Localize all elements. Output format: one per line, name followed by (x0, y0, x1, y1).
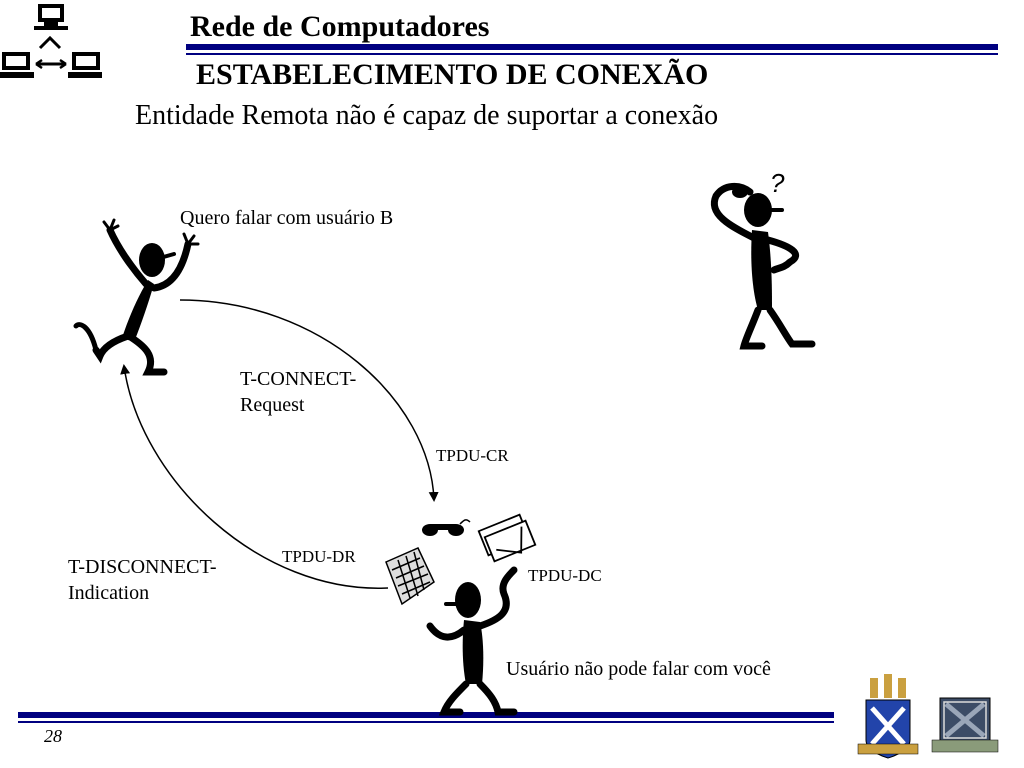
university-logo-2-icon (931, 697, 999, 753)
page-number: 28 (44, 726, 62, 746)
university-logo-1-icon (857, 674, 919, 759)
connect-request-arrow (179, 299, 439, 502)
disconnect-indication-arrow (120, 364, 389, 589)
speech-user-b: Usuário não pode falar com você (506, 658, 771, 680)
tpdu-dc-label: TPDU-DC (528, 566, 602, 585)
t-connect-request-label: T-CONNECT- Request (240, 366, 356, 418)
t-disconnect-indication-line2: Indication (68, 582, 150, 604)
t-disconnect-indication-label: T-DISCONNECT- Indication (68, 554, 217, 606)
slide-title: ESTABELECIMENTO DE CONEXÃO (196, 58, 709, 91)
speech-user-a: Quero falar com usuário B (180, 207, 394, 229)
question-mark-icon: ? (770, 168, 785, 198)
t-connect-request-line1: T-CONNECT- (240, 368, 357, 390)
t-connect-request-line2: Request (240, 394, 305, 416)
t-disconnect-indication-line1: T-DISCONNECT- (68, 556, 217, 578)
user-a-figure (73, 218, 200, 376)
tpdu-dr-label: TPDU-DR (282, 547, 356, 566)
keyboard-icon (385, 547, 435, 606)
confused-user-figure (710, 183, 816, 350)
phone-icon (422, 519, 471, 536)
letters-icon (477, 513, 537, 563)
header-rule-thin (186, 53, 998, 55)
network-logo-icon (0, 4, 102, 78)
footer-rule-thick (18, 712, 834, 718)
user-b-figure (426, 566, 518, 716)
slide-subtitle: Entidade Remota não é capaz de suportar … (135, 100, 719, 131)
course-title: Rede de Computadores (190, 10, 490, 43)
footer-rule-thin (18, 721, 834, 723)
tpdu-cr-label: TPDU-CR (436, 446, 509, 465)
header-rule-thick (186, 44, 998, 50)
